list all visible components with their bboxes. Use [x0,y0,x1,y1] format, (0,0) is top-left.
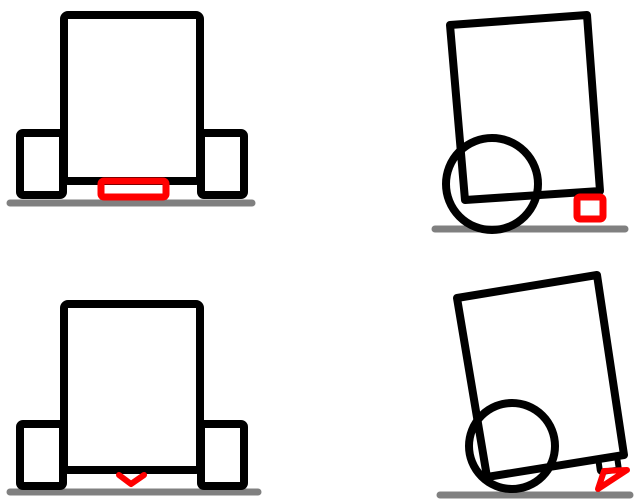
wheel-circle [442,134,542,234]
contact-triangle-highlight [595,467,630,492]
body-box-tilted [446,11,604,204]
right-block [197,420,248,490]
panel-top-right [431,11,629,234]
panel-bottom-left [6,300,262,496]
contact-bar-highlight [97,177,170,201]
contact-pad-highlight [573,193,607,223]
left-block [16,129,67,199]
panel-bottom-right [436,271,634,499]
left-block [16,420,67,490]
body-box-tilted [453,271,628,481]
right-block [197,129,248,199]
panel-top-left [6,11,256,207]
body-box [60,11,204,185]
wheel-circle [465,399,559,493]
body-box [60,300,204,474]
contact-notch-highlight [116,472,147,487]
